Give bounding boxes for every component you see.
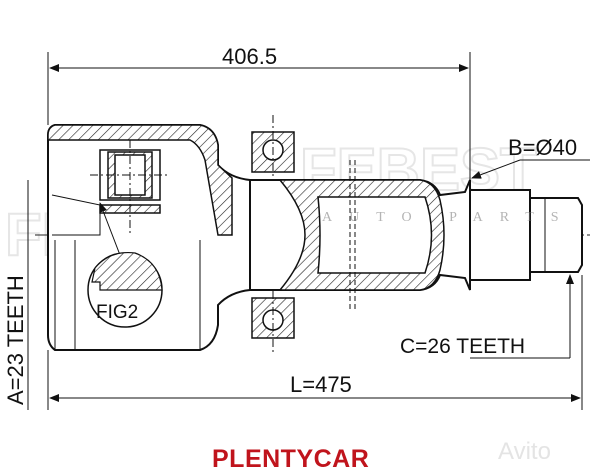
dimension-lines (27, 52, 590, 410)
watermark-subtitle: AUTO PARTS (322, 210, 576, 225)
fig2-leader (99, 202, 121, 256)
fig2-detail: FIG2 (87, 251, 163, 328)
bearing (251, 115, 295, 355)
dim-diameter-label: B=Ø40 (508, 135, 577, 160)
intermediate-shaft (249, 160, 583, 310)
dim-spline-label: C=26 TEETH (400, 335, 525, 358)
fig2-label: FIG2 (96, 302, 138, 323)
brand-logo: PLENTYCAR (212, 445, 370, 473)
dim-left-label: A=23 TEETH (3, 275, 28, 405)
avito-watermark: Avito (498, 438, 551, 465)
dim-bottom-label: L=475 (290, 372, 352, 397)
tripod-roller (51, 140, 170, 236)
dim-top-label: 406.5 (222, 44, 277, 69)
